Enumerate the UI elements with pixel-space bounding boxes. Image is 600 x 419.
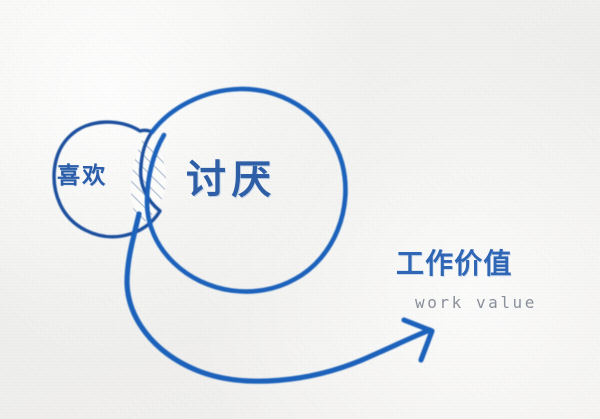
pointer-arrow-curve (124, 211, 433, 384)
circle-dislike (144, 86, 348, 294)
arrowhead-icon (401, 317, 435, 363)
set-label-dislike: 讨厌 (186, 157, 277, 203)
annotation-work-value-english: work value (415, 293, 537, 312)
annotation-work-value-chinese: 工作价值 (396, 247, 513, 280)
set-label-like: 喜欢 (57, 163, 108, 189)
